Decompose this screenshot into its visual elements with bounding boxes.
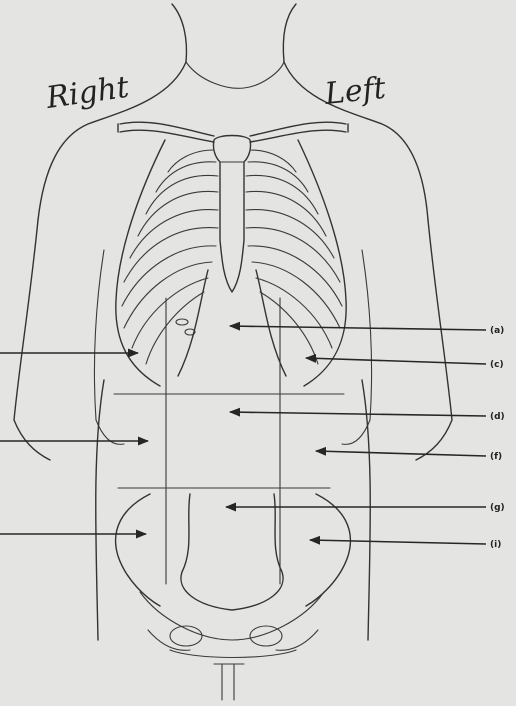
right-side-label: Right	[43, 70, 132, 116]
rib-cage	[116, 140, 346, 386]
arms-outline	[14, 220, 452, 640]
callout-g: (g)	[490, 503, 505, 513]
region-lines	[114, 298, 344, 584]
callout-i: (i)	[490, 540, 501, 550]
pointer-arrow-c	[306, 358, 486, 364]
pointer-arrow-f	[316, 451, 486, 456]
pelvis	[116, 494, 351, 700]
callout-a: (a)	[490, 326, 504, 336]
sternum	[213, 136, 250, 293]
clavicles	[118, 122, 348, 142]
callout-d: (d)	[490, 412, 505, 422]
callout-c: (c)	[490, 360, 504, 370]
pointer-arrow-i	[310, 540, 486, 544]
neck-outline	[172, 4, 296, 88]
left-side-label: Left	[322, 71, 388, 112]
callout-f: (f)	[490, 452, 502, 462]
pointer-arrow-d	[230, 412, 486, 416]
